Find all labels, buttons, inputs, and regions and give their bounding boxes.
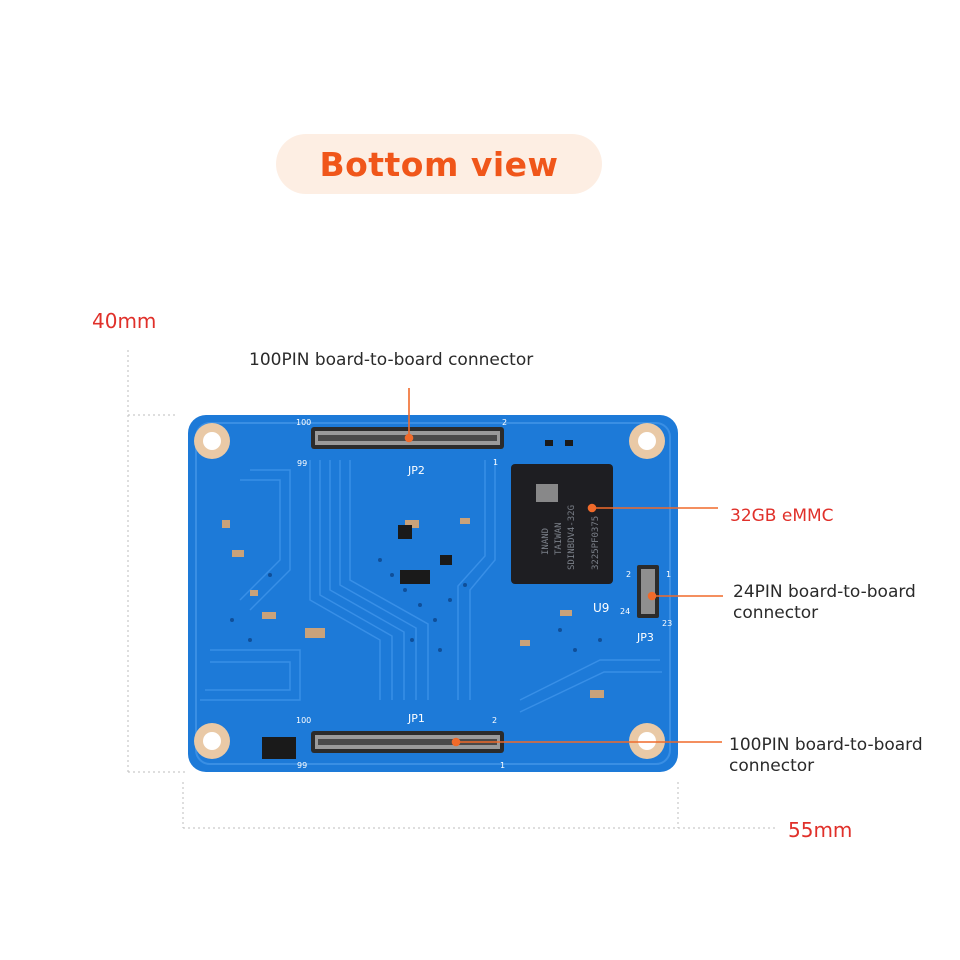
u9-silkscreen: U9: [593, 601, 609, 615]
leader-lines: [404, 388, 723, 747]
jp2-pin2-label: 2: [502, 418, 507, 427]
pin24-label-line1: 24PIN board-to-board: [733, 582, 916, 602]
jp3-pin1-label: 1: [666, 570, 671, 579]
jp3-pin24-label: 24: [620, 607, 630, 616]
jp3-connector: [637, 565, 659, 618]
emmc-label: 32GB eMMC: [730, 506, 834, 526]
vias: [230, 558, 602, 652]
mounting-holes: [194, 423, 665, 759]
pcb-edge-trace: [195, 422, 671, 765]
top-connector-label: 100PIN board-to-board connector: [249, 350, 534, 370]
chip-text-4: 3225PF0375: [591, 516, 601, 570]
jp2-pin99-label: 99: [297, 459, 307, 468]
chip-text-1: INAND: [541, 528, 551, 555]
bottom-connector-label-line1: 100PIN board-to-board: [729, 735, 923, 755]
dark-components: [262, 440, 573, 759]
width-dimension-label: 55mm: [788, 818, 853, 842]
jp1-pin1-label: 1: [500, 761, 505, 770]
height-dimension-label: 40mm: [92, 309, 157, 333]
page-title: Bottom view: [319, 144, 559, 184]
jp3-pin23-label: 23: [662, 619, 672, 628]
jp1-pin2-label: 2: [492, 716, 497, 725]
pin24-label-line2: connector: [733, 603, 819, 623]
jp1-pin100-label: 100: [296, 716, 311, 725]
pcb-traces: [200, 460, 662, 713]
chip-text-2: TAIWAN: [554, 522, 564, 555]
jp1-pin99-label: 99: [297, 761, 307, 770]
title-pill: Bottom view: [276, 134, 602, 194]
dimension-lines: [127, 350, 776, 829]
jp2-pin100-label: 100: [296, 418, 311, 427]
jp3-pin2-label: 2: [626, 570, 631, 579]
bottom-connector-label-line2: connector: [729, 756, 815, 776]
jp2-pin1-label: 1: [493, 458, 498, 467]
emmc-chip: INAND TAIWAN SDINBDV4-32G 3225PF0375: [511, 464, 613, 584]
smd-components: [222, 518, 604, 698]
jp2-silkscreen: JP2: [407, 464, 425, 477]
jp3-silkscreen: JP3: [636, 631, 654, 644]
chip-text-3: SDINBDV4-32G: [567, 505, 577, 570]
jp1-silkscreen: JP1: [407, 712, 425, 725]
